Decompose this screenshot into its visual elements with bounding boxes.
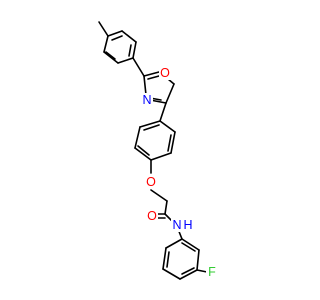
- atom-background: [206, 265, 218, 279]
- oxadiazole-bond-5: [143, 75, 147, 96]
- ether-methylene-bond: [150, 189, 168, 202]
- fluorophenyl-double-bond-a: [166, 251, 170, 268]
- fluorophenyl-double-bond-b: [181, 267, 195, 275]
- atom-background: [145, 175, 157, 189]
- tolyl-bond-3: [132, 41, 137, 59]
- fluorophenyl-bond-3: [162, 268, 181, 280]
- fluorophenyl-bond-4: [179, 269, 198, 280]
- atom-label-fluorine: F: [208, 265, 216, 279]
- tolyl-bond-5: [103, 51, 119, 64]
- methylene-carbonyl-bond: [164, 200, 168, 215]
- atom-label-nitrogen-amide: N: [172, 218, 181, 232]
- atom-oxygen-ring: O: [159, 66, 171, 80]
- atom-label-hydrogen-amide: H: [183, 218, 192, 232]
- methyl-bond: [98, 21, 109, 37]
- atom-oxygen-ether: O: [145, 175, 157, 189]
- tolyl-bond-1: [107, 30, 123, 37]
- tolyl-double-bond-c: [105, 51, 116, 60]
- aryl-fluorine-bond: [196, 269, 208, 273]
- fluorophenyl-bond-5: [196, 249, 200, 271]
- bond-layer: [98, 21, 208, 280]
- atom-oxygen-carbonyl: O: [146, 209, 158, 224]
- fluorophenyl-bond-6: [181, 238, 200, 251]
- oxadiazole-bond-3: [165, 83, 175, 104]
- atom-nitrogen-ring-left: N: [141, 93, 153, 107]
- atom-label-oxygen-ether: O: [146, 175, 156, 189]
- carbonyl-nitrogen-bond: [164, 213, 173, 222]
- atom-background: [159, 66, 171, 80]
- phenylene-double-bond-a: [167, 134, 172, 152]
- tolyl-bond-4: [117, 57, 134, 64]
- atom-fluorine: F: [206, 265, 218, 279]
- phenylene-bond-4: [134, 147, 152, 161]
- fluorophenyl-bond-2: [162, 247, 167, 270]
- atom-nitrogen-amide: N H: [171, 218, 195, 232]
- tolyl-bond-2: [121, 30, 137, 43]
- oxadiazole-double-bond-a: [147, 75, 160, 80]
- tolyl-double-bond-a: [111, 35, 123, 41]
- oxadiazole-phenylene-bond: [159, 102, 167, 122]
- tolyl-double-bond-b: [128, 44, 132, 57]
- phenylene-double-bond-b: [137, 145, 150, 156]
- phenylene-bond-5: [134, 126, 141, 149]
- tolyl-bond-6: [103, 35, 109, 53]
- fluorophenyl-double-bond-c: [181, 242, 196, 252]
- atom-label-nitrogen-ring-left: N: [142, 93, 151, 107]
- fluorophenyl-bond-1: [165, 238, 183, 249]
- atom-background: [146, 210, 158, 224]
- atom-background: [141, 93, 153, 107]
- atom-label-layer: O N O O N H F: [141, 66, 218, 279]
- phenylene-bond-6: [139, 120, 161, 128]
- oxadiazole-bond-1: [143, 71, 160, 77]
- phenylene-double-bond-c: [143, 124, 160, 131]
- atom-label-oxygen-ring: O: [160, 66, 170, 80]
- molecule-structure: O N O O N H F: [98, 21, 218, 280]
- phenylene-bond-2: [170, 131, 176, 154]
- atom-label-oxygen-carbonyl: O: [147, 209, 157, 223]
- atom-background: [171, 218, 195, 232]
- tolyl-oxadiazole-bond: [132, 57, 145, 77]
- phenylene-bond-3: [150, 152, 172, 161]
- phenylene-bond-1: [159, 120, 176, 133]
